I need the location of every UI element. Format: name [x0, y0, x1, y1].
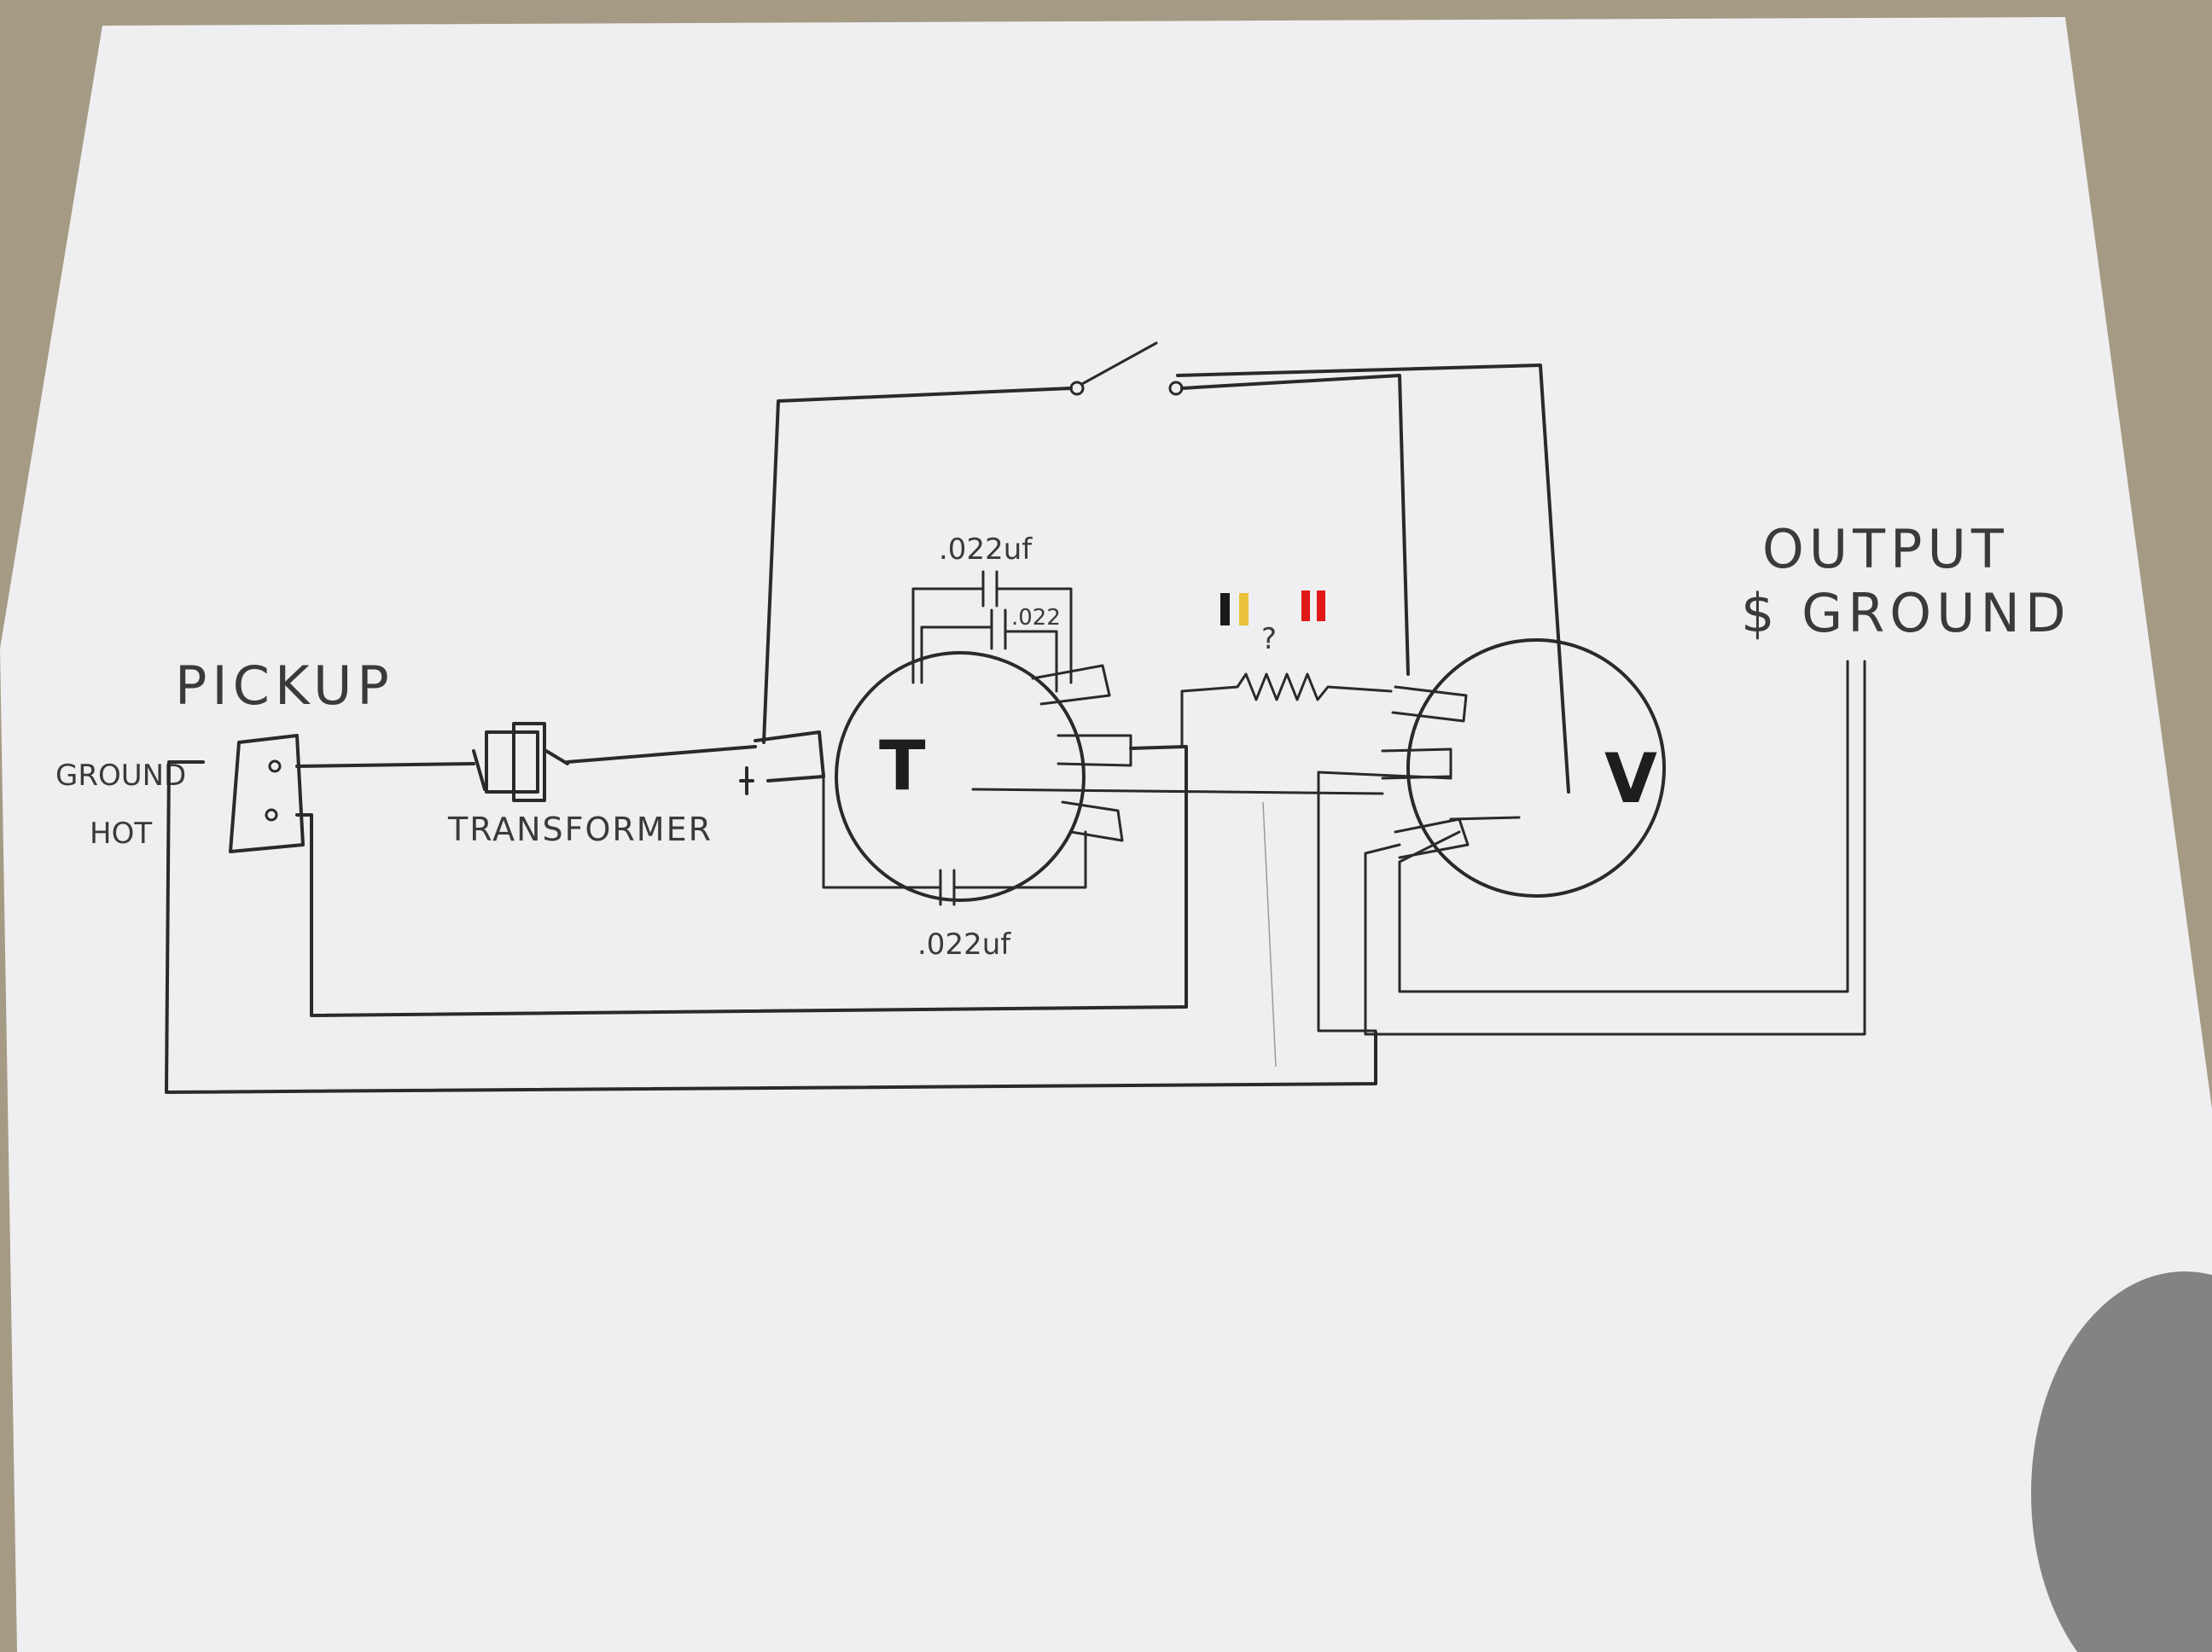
volume-wiper-wire	[1176, 364, 1570, 794]
tone-wiper-wire	[971, 788, 1384, 795]
volume-ground-wire-3	[1398, 660, 1849, 993]
pickup-jack-icon	[229, 734, 305, 853]
cap-bottom-label: .022uf	[917, 928, 1011, 962]
volume-ground-wire-2	[1364, 660, 1866, 1036]
pickup-ground-wire	[165, 760, 1377, 1094]
pencil-guide	[1262, 801, 1277, 1067]
cap-top-inner-label: .022	[1011, 605, 1061, 631]
transformer-icon	[472, 722, 569, 802]
pickup-to-transformer-wire	[295, 762, 475, 768]
output-ground-label: $ GROUND	[1741, 582, 2071, 644]
volume-wiper-internal	[1449, 816, 1521, 821]
svg-text:V: V	[1604, 739, 1657, 818]
transformer-to-tone-wire	[566, 745, 757, 764]
output-label: OUTPUT	[1762, 518, 2009, 580]
capacitor-icon	[822, 771, 1087, 906]
paper-sheet	[0, 17, 2212, 1652]
band-red-1	[1301, 590, 1310, 621]
volume-lug-bottom	[1394, 817, 1470, 859]
tone-lug-top-right	[1031, 664, 1111, 706]
tone-lug-right	[1057, 734, 1132, 767]
ground-label: GROUND	[55, 759, 186, 793]
volume-ground-wire-1	[1317, 771, 1452, 1032]
switch-right-wire	[1180, 374, 1410, 676]
capacitor-icon	[920, 608, 1058, 693]
band-red-2	[1317, 590, 1325, 621]
switch-left-wire	[762, 387, 1073, 744]
band-black	[1220, 593, 1230, 625]
pickup-hot-wire	[295, 745, 1188, 1017]
volume-lug-top	[1391, 685, 1468, 723]
pickup-label: PICKUP	[175, 654, 394, 717]
tone-lug-bottom-right	[1061, 800, 1124, 842]
shadow	[2031, 1271, 2212, 1652]
resistor-color-bands	[1220, 590, 1325, 625]
capacitor-icon	[911, 570, 1073, 684]
hot-label: HOT	[90, 817, 152, 851]
volume-knob: V	[1406, 638, 1666, 898]
resistor-icon	[1180, 672, 1393, 748]
band-yellow	[1239, 593, 1249, 625]
tone-input-lug	[739, 730, 825, 795]
resistor-value-label: ?	[1261, 622, 1277, 656]
svg-text:T: T	[879, 726, 926, 806]
tone-knob: T	[835, 651, 1086, 902]
transformer-label: TRANSFORMER	[447, 811, 713, 848]
cap-top-outer-label: .022uf	[939, 532, 1033, 567]
